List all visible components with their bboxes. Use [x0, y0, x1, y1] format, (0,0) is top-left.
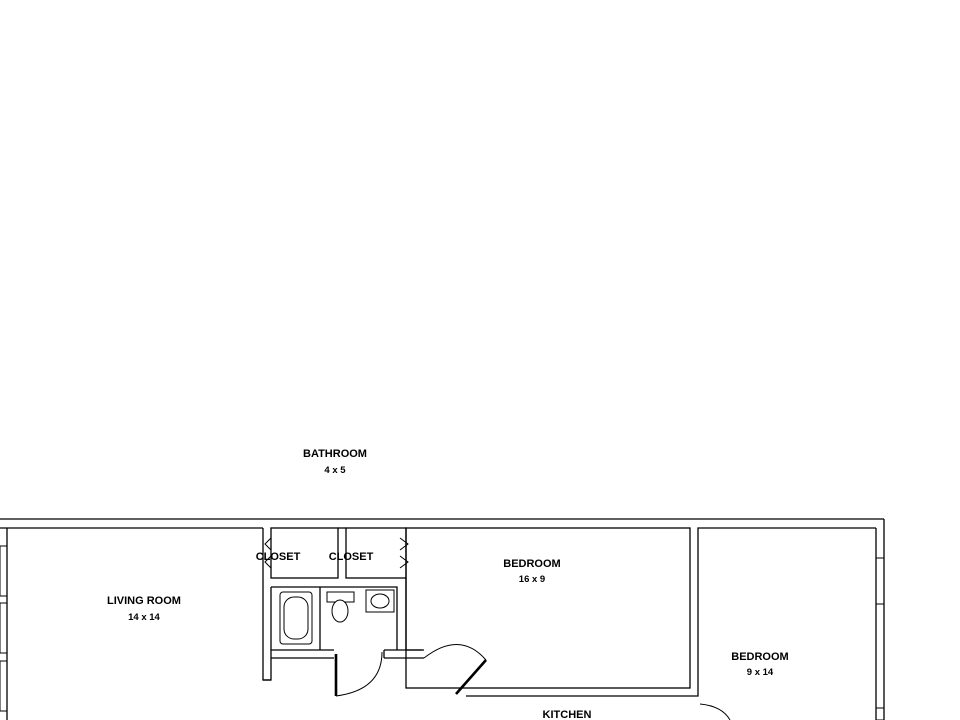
- sink-basin: [370, 593, 390, 609]
- doors: [334, 644, 731, 720]
- living-room-label: LIVING ROOM: [107, 595, 181, 607]
- bathroom-walls: [262, 528, 424, 681]
- bedroom-door: [455, 659, 487, 695]
- closet-right-label: CLOSET: [329, 551, 374, 563]
- bedroom-small-label: BEDROOM: [731, 651, 788, 663]
- bathroom-dimensions: 4 x 5: [324, 465, 346, 476]
- kitchen-label: KITCHEN: [543, 709, 592, 720]
- room-labels: BATHROOM 4 x 5 LIVING ROOM 14 x 14 CLOSE…: [107, 448, 789, 720]
- bedroom-large-dimensions: 16 x 9: [519, 574, 545, 585]
- bedroom-large-label: BEDROOM: [503, 558, 560, 570]
- kitchen-door-swing: [699, 703, 731, 720]
- bedroom-small-dimensions: 9 x 14: [747, 667, 774, 678]
- bathtub-inner: [283, 596, 309, 640]
- living-room-dimensions: 14 x 14: [128, 612, 160, 623]
- bathroom-fixtures: [279, 589, 395, 645]
- closet-left-label: CLOSET: [256, 551, 301, 563]
- bedroom-large-walls: [405, 527, 876, 697]
- window-marks: [0, 545, 885, 720]
- toilet-bowl: [331, 599, 349, 623]
- bathroom-label: BATHROOM: [303, 448, 367, 460]
